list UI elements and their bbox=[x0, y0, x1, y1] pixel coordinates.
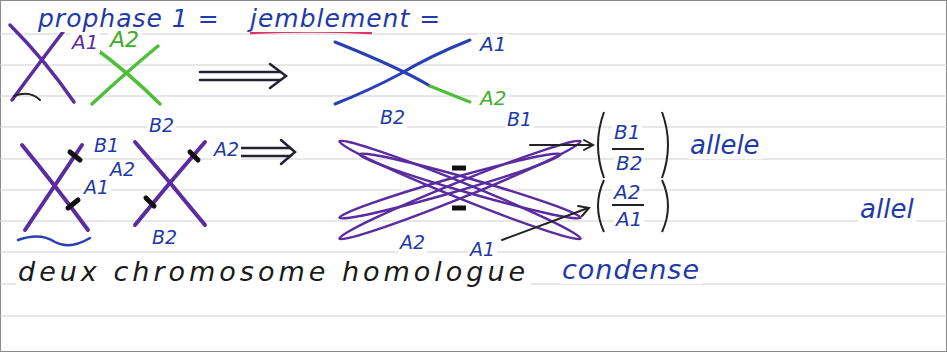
allele-label: A1 bbox=[468, 240, 497, 260]
fraction-bottom: B2 bbox=[614, 153, 644, 174]
allele-label: A1 bbox=[478, 34, 508, 55]
allele-label: B2 bbox=[378, 108, 407, 128]
fraction-top: A2 bbox=[612, 182, 642, 203]
note-text: condense bbox=[560, 256, 702, 284]
allele-fraction bbox=[598, 112, 668, 232]
chromosome-green bbox=[92, 46, 160, 104]
chromosome-purple bbox=[10, 25, 74, 102]
double-arrow bbox=[200, 64, 286, 88]
allele-label: B2 bbox=[150, 228, 179, 248]
chromosome-purple bbox=[18, 145, 90, 245]
allele-label: B1 bbox=[92, 136, 121, 156]
chromosome-purple bbox=[135, 142, 205, 225]
allele-label: A2 bbox=[478, 88, 508, 109]
heading-text: jemblement = bbox=[248, 6, 443, 32]
allele-label: A1 bbox=[70, 32, 100, 53]
allele-label: A2 bbox=[108, 160, 137, 180]
allele-label: B1 bbox=[505, 110, 534, 130]
allele-label: A1 bbox=[82, 178, 111, 198]
allele-label: A2 bbox=[398, 233, 427, 253]
note-text: allele bbox=[688, 132, 762, 159]
crossing-chromatids bbox=[336, 134, 583, 246]
fraction-bottom: A1 bbox=[614, 209, 644, 230]
allele-label: B2 bbox=[147, 116, 176, 136]
chromosome-recombined bbox=[335, 40, 470, 104]
note-text: deux chromosome homologue bbox=[16, 258, 531, 286]
allele-label: A2 bbox=[108, 28, 141, 51]
allele-label: A2 bbox=[212, 140, 241, 160]
note-text: allel bbox=[858, 196, 916, 223]
arrow bbox=[502, 140, 593, 240]
fraction-top: B1 bbox=[612, 122, 642, 143]
ruled-lines bbox=[0, 34, 947, 316]
